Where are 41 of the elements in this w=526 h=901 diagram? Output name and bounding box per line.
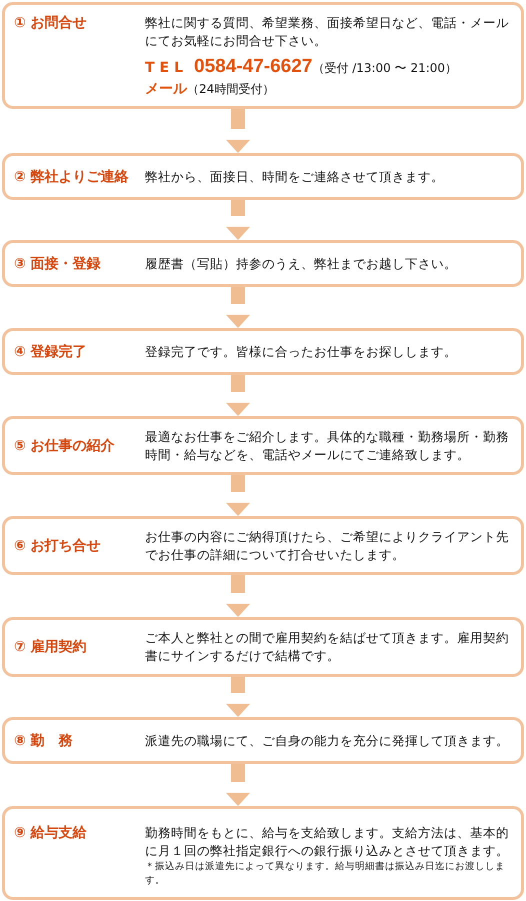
step-description: 弊社から、面接日、時間をご連絡させて頂きます。	[145, 168, 445, 186]
step-heading: ⑨ 給与支給	[14, 824, 88, 842]
footnote: ＊振込み日は派遣先によって異なります。給与明細書は振込み日迄にお渡しします。	[145, 860, 506, 888]
step-description: お仕事の内容にご納得頂けたら、ご希望によりクライアント先でお仕事の詳細について打合せいたします。	[145, 528, 510, 564]
step-box	[2, 416, 524, 475]
step-heading: ⑤ お仕事の紹介	[14, 436, 116, 454]
step-box	[2, 240, 524, 287]
step-description: 最適なお仕事をご紹介します。具体的な職種・勤務場所・勤務時間・給与などを、電話やメールにてご連絡致します。	[145, 428, 510, 464]
down-arrow	[226, 200, 250, 240]
down-arrow	[226, 677, 250, 717]
step-heading: ② 弊社よりご連絡	[14, 168, 130, 186]
step-heading: ③ 面接・登録	[14, 254, 102, 272]
step-heading: ⑥ お打ち合せ	[14, 536, 102, 554]
step-heading: ⑧ 勤 務	[14, 732, 74, 750]
phone-number: 0584-47-6627	[194, 56, 312, 78]
down-arrow	[226, 375, 250, 416]
step-heading: ⑦ 雇用契約	[14, 638, 88, 656]
step-box	[2, 717, 524, 764]
phone-label: TEL	[145, 60, 188, 76]
step-box	[2, 617, 524, 677]
step-description: 登録完了です。皆様に合ったお仕事をお探しします。	[145, 342, 458, 360]
down-arrow	[226, 109, 250, 153]
hours-note: （受付 /13:00 〜 21:00）	[312, 60, 458, 77]
step-box	[2, 2, 524, 109]
down-arrow	[226, 287, 250, 328]
down-arrow	[226, 575, 250, 617]
step-description: 勤務時間をもとに、給与を支給致します。支給方法は、基本的に月１回の弊社指定銀行への銀行振り込みとさせて頂きます。	[145, 824, 510, 860]
step-heading: ① お問合せ	[14, 14, 88, 32]
step-description: ご本人と弊社との間で雇用契約を結ばせて頂きます。雇用契約書にサインするだけで結構です。	[145, 629, 510, 665]
step-description: 派遣先の職場にて、ご自身の能力を充分に発揮して頂きます。	[145, 732, 510, 750]
step-box	[2, 328, 524, 375]
down-arrow	[226, 475, 250, 516]
hours-note: （24時間受付）	[187, 81, 274, 98]
step-heading: ④ 登録完了	[14, 342, 88, 360]
down-arrow	[226, 764, 250, 806]
step-box	[2, 806, 524, 900]
step-description: 履歴書（写貼）持参のうえ、弊社までお越し下さい。	[145, 254, 458, 272]
email-label: メール	[145, 80, 187, 98]
step-box	[2, 516, 524, 575]
step-description: 弊社に関する質問、希望業務、面接希望日など、電話・メールにてお気軽にお問合せ下さい。	[145, 14, 510, 50]
step-box	[2, 153, 524, 200]
